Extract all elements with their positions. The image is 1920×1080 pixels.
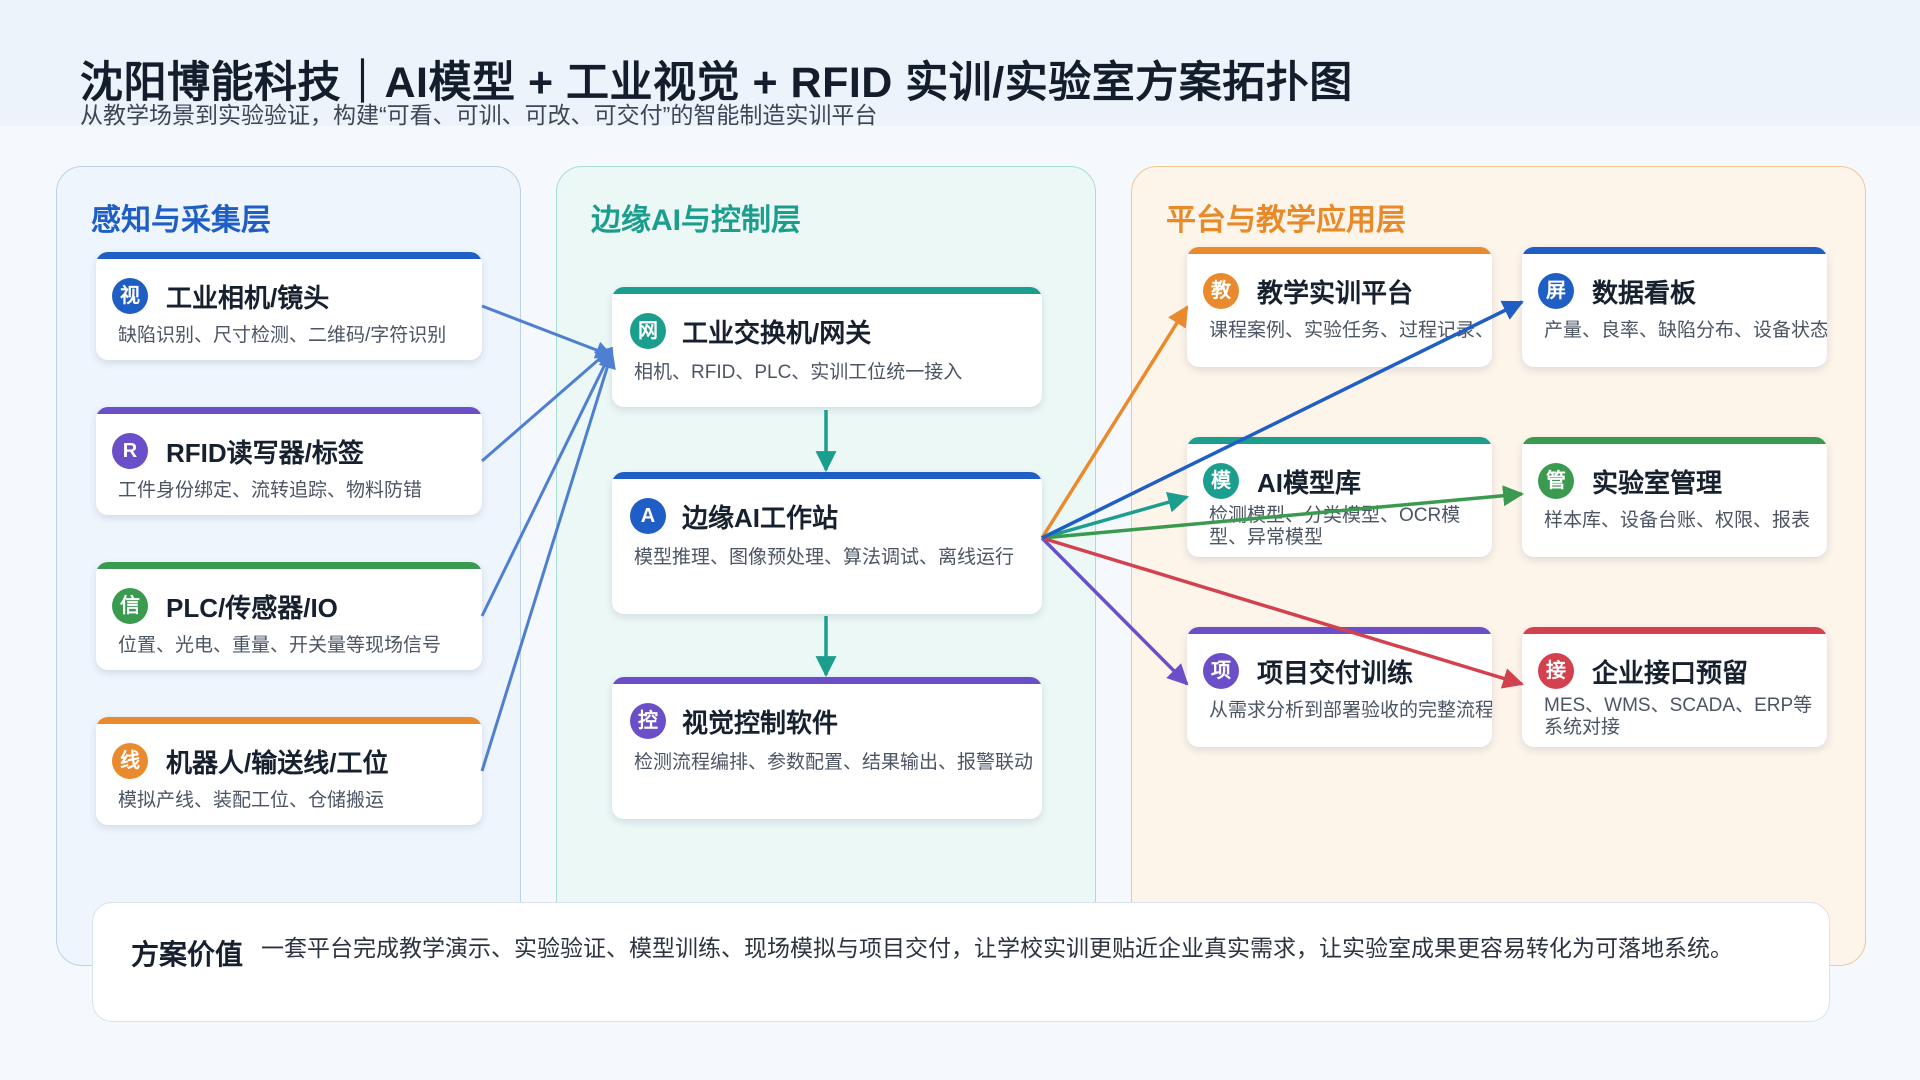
card-ai-model-library[interactable]: 模 AI模型库 检测模型、分类模型、OCR模型、异常模型: [1187, 437, 1492, 557]
card-desc: 模拟产线、装配工位、仓储搬运: [118, 790, 385, 811]
card-bar: [1187, 627, 1492, 634]
card-bar: [96, 407, 482, 414]
card-enterprise-interface[interactable]: 接 企业接口预留 MES、WMS、SCADA、ERP等系统对接: [1522, 627, 1827, 747]
camera-icon: 视: [112, 278, 148, 314]
value-text: 一套平台完成教学演示、实验验证、模型训练、现场模拟与项目交付，让学校实训更贴近企…: [261, 935, 1733, 961]
card-desc: 检测流程编排、参数配置、结果输出、报警联动: [634, 752, 1034, 773]
card-bar: [1187, 247, 1492, 254]
card-title: 边缘AI工作站: [682, 503, 839, 533]
card-data-dashboard[interactable]: 屏 数据看板 产量、良率、缺陷分布、设备状态: [1522, 247, 1827, 367]
card-title: 工业相机/镜头: [166, 283, 330, 313]
card-bar: [1522, 437, 1827, 444]
card-desc: 从需求分析到部署验收的完整流程: [1209, 700, 1492, 721]
project-icon: 项: [1203, 653, 1239, 689]
card-teaching-platform[interactable]: 教 教学实训平台 课程案例、实验任务、过程记录、成: [1187, 247, 1492, 367]
ai-icon: A: [630, 498, 666, 534]
header-band: [0, 0, 1920, 126]
model-icon: 模: [1203, 463, 1239, 499]
card-title: 数据看板: [1592, 278, 1697, 308]
card-desc: 模型推理、图像预处理、算法调试、离线运行: [634, 547, 1015, 568]
value-label: 方案价值: [131, 939, 244, 970]
page-title: 沈阳博能科技｜AI模型 + 工业视觉 + RFID 实训/实验室方案拓扑图: [80, 59, 1353, 107]
interface-icon: 接: [1538, 653, 1574, 689]
card-desc: MES、WMS、SCADA、ERP等系统对接: [1544, 695, 1813, 738]
card-title: RFID读写器/标签: [166, 438, 364, 468]
card-bar: [612, 287, 1042, 294]
card-desc: 工件身份绑定、流转追踪、物料防错: [118, 480, 423, 501]
card-switch-gateway[interactable]: 网 工业交换机/网关 相机、RFID、PLC、实训工位统一接入: [612, 287, 1042, 407]
card-plc-sensor[interactable]: 信 PLC/传感器/IO 位置、光电、重量、开关量等现场信号: [96, 562, 482, 670]
card-title: 企业接口预留: [1592, 658, 1749, 688]
card-title: PLC/传感器/IO: [166, 593, 338, 623]
teaching-icon: 教: [1203, 273, 1239, 309]
production-line-icon: 线: [112, 743, 148, 779]
card-desc: 缺陷识别、尺寸检测、二维码/字符识别: [118, 325, 447, 346]
card-robot-line[interactable]: 线 机器人/输送线/工位 模拟产线、装配工位、仓储搬运: [96, 717, 482, 825]
card-bar: [1522, 627, 1827, 634]
card-title: 视觉控制软件: [682, 708, 839, 738]
card-desc: 课程案例、实验任务、过程记录、成: [1209, 320, 1492, 341]
card-title: 教学实训平台: [1257, 278, 1414, 308]
page-subtitle: 从教学场景到实验验证，构建“可看、可训、可改、可交付”的智能制造实训平台: [80, 102, 878, 128]
layer-edge-title: 边缘AI与控制层: [591, 204, 801, 237]
card-bar: [96, 252, 482, 259]
layer-platform-title: 平台与教学应用层: [1166, 204, 1406, 237]
card-rfid-reader[interactable]: R RFID读写器/标签 工件身份绑定、流转追踪、物料防错: [96, 407, 482, 515]
card-bar: [1187, 437, 1492, 444]
card-title: 工业交换机/网关: [682, 318, 872, 348]
card-title: 项目交付训练: [1257, 658, 1414, 688]
card-desc: 样本库、设备台账、权限、报表: [1544, 510, 1811, 531]
rfid-icon: R: [112, 433, 148, 469]
card-desc: 位置、光电、重量、开关量等现场信号: [118, 635, 442, 656]
network-icon: 网: [630, 313, 666, 349]
screen-icon: 屏: [1538, 273, 1574, 309]
card-bar: [1522, 247, 1827, 254]
card-desc: 产量、良率、缺陷分布、设备状态: [1544, 320, 1827, 341]
card-lab-management[interactable]: 管 实验室管理 样本库、设备台账、权限、报表: [1522, 437, 1827, 557]
card-edge-ai-workstation[interactable]: A 边缘AI工作站 模型推理、图像预处理、算法调试、离线运行: [612, 472, 1042, 614]
card-vision-control-software[interactable]: 控 视觉控制软件 检测流程编排、参数配置、结果输出、报警联动: [612, 677, 1042, 819]
card-title: 机器人/输送线/工位: [166, 748, 389, 778]
card-desc: 检测模型、分类模型、OCR模型、异常模型: [1209, 505, 1461, 548]
card-bar: [96, 562, 482, 569]
layer-sense-title: 感知与采集层: [91, 204, 271, 237]
card-bar: [612, 677, 1042, 684]
card-title: 实验室管理: [1592, 468, 1723, 498]
control-icon: 控: [630, 703, 666, 739]
card-bar: [612, 472, 1042, 479]
card-bar: [96, 717, 482, 724]
management-icon: 管: [1538, 463, 1574, 499]
card-desc: 相机、RFID、PLC、实训工位统一接入: [634, 362, 963, 383]
card-industrial-camera[interactable]: 视 工业相机/镜头 缺陷识别、尺寸检测、二维码/字符识别: [96, 252, 482, 360]
signal-icon: 信: [112, 588, 148, 624]
card-title: AI模型库: [1257, 468, 1362, 498]
card-project-delivery[interactable]: 项 项目交付训练 从需求分析到部署验收的完整流程: [1187, 627, 1492, 747]
value-statement-box: 方案价值 一套平台完成教学演示、实验验证、模型训练、现场模拟与项目交付，让学校实…: [92, 902, 1830, 1022]
